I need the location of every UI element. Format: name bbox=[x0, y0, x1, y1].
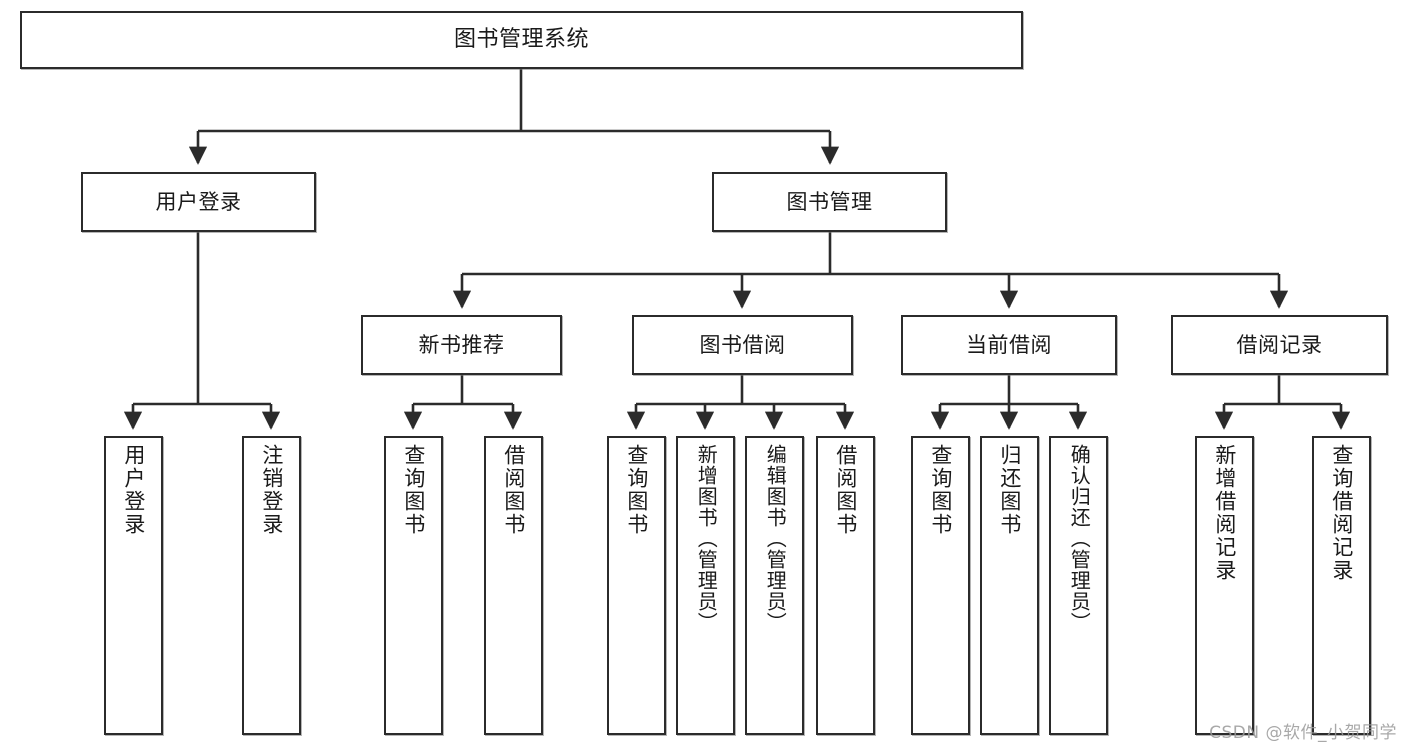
leaf-confirm-return-admin[interactable]: 确认归还（管理员） bbox=[1049, 436, 1108, 735]
leaf-borrow-book-1-label: 借阅图书 bbox=[501, 444, 526, 536]
leaf-query-book-3[interactable]: 查询图书 bbox=[911, 436, 970, 735]
node-current-borrow[interactable]: 当前借阅 bbox=[901, 315, 1117, 375]
leaf-borrow-book-2-label: 借阅图书 bbox=[833, 444, 858, 536]
leaf-return-book[interactable]: 归还图书 bbox=[980, 436, 1039, 735]
leaf-user-login-label: 用户登录 bbox=[121, 444, 146, 536]
node-root-label: 图书管理系统 bbox=[453, 27, 589, 53]
leaf-return-book-label: 归还图书 bbox=[997, 444, 1022, 536]
leaf-add-book-admin-label: 新增图书（管理员） bbox=[694, 444, 719, 633]
leaf-query-book-1-label: 查询图书 bbox=[401, 444, 426, 536]
leaf-query-record[interactable]: 查询借阅记录 bbox=[1312, 436, 1371, 735]
leaf-borrow-book-2[interactable]: 借阅图书 bbox=[816, 436, 875, 735]
leaf-logout[interactable]: 注销登录 bbox=[242, 436, 301, 735]
leaf-edit-book-admin[interactable]: 编辑图书（管理员） bbox=[745, 436, 804, 735]
node-book-borrow-label: 图书借阅 bbox=[699, 332, 786, 357]
node-root[interactable]: 图书管理系统 bbox=[20, 11, 1023, 69]
node-user-login[interactable]: 用户登录 bbox=[81, 172, 316, 232]
node-borrow-record[interactable]: 借阅记录 bbox=[1171, 315, 1388, 375]
leaf-query-record-label: 查询借阅记录 bbox=[1329, 444, 1354, 582]
node-current-borrow-label: 当前借阅 bbox=[966, 332, 1052, 357]
node-borrow-record-label: 借阅记录 bbox=[1236, 332, 1323, 357]
leaf-query-book-2[interactable]: 查询图书 bbox=[607, 436, 666, 735]
node-book-borrow[interactable]: 图书借阅 bbox=[632, 315, 853, 375]
leaf-query-book-2-label: 查询图书 bbox=[624, 444, 649, 536]
watermark: CSDN @软件_小贺同学 bbox=[1209, 723, 1397, 743]
node-new-book-rec-label: 新书推荐 bbox=[418, 332, 505, 357]
leaf-edit-book-admin-label: 编辑图书（管理员） bbox=[763, 444, 788, 633]
leaf-confirm-return-admin-label: 确认归还（管理员） bbox=[1067, 444, 1092, 633]
node-user-login-label: 用户登录 bbox=[155, 189, 242, 214]
leaf-query-book-1[interactable]: 查询图书 bbox=[384, 436, 443, 735]
leaf-query-book-3-label: 查询图书 bbox=[928, 444, 953, 536]
node-book-manage[interactable]: 图书管理 bbox=[712, 172, 947, 232]
leaf-borrow-book-1[interactable]: 借阅图书 bbox=[484, 436, 543, 735]
node-book-manage-label: 图书管理 bbox=[786, 189, 873, 214]
node-new-book-rec[interactable]: 新书推荐 bbox=[361, 315, 562, 375]
leaf-user-login[interactable]: 用户登录 bbox=[104, 436, 163, 735]
leaf-logout-label: 注销登录 bbox=[259, 444, 284, 536]
leaf-add-book-admin[interactable]: 新增图书（管理员） bbox=[676, 436, 735, 735]
leaf-add-record[interactable]: 新增借阅记录 bbox=[1195, 436, 1254, 735]
leaf-add-record-label: 新增借阅记录 bbox=[1212, 444, 1237, 582]
